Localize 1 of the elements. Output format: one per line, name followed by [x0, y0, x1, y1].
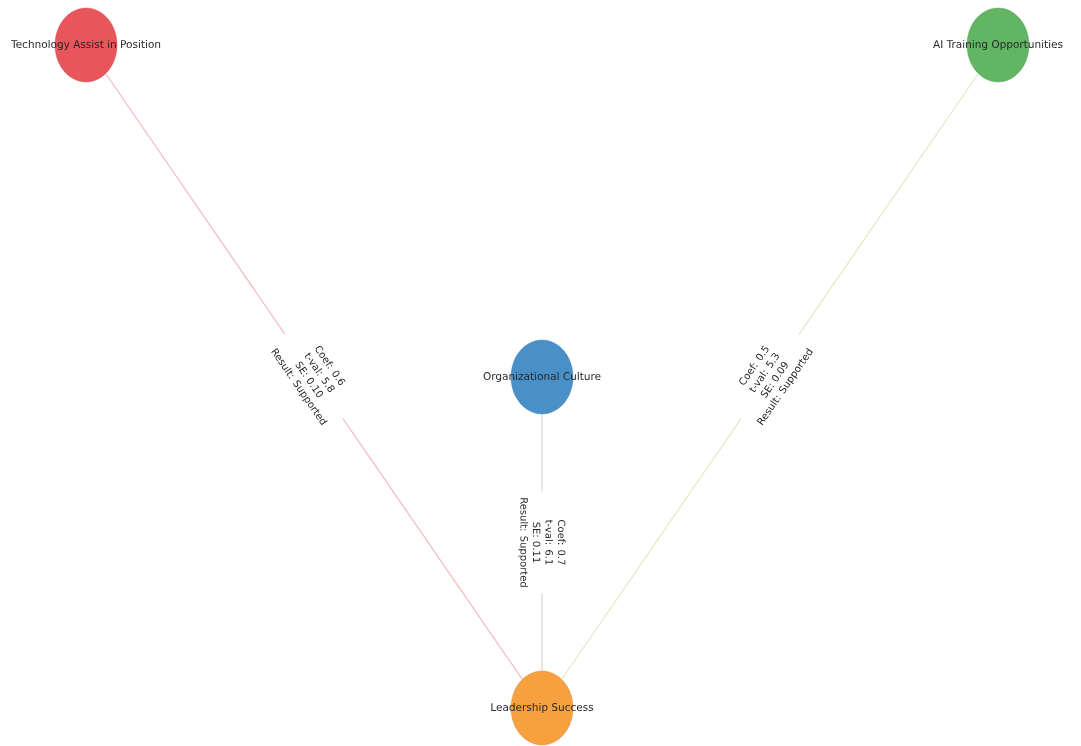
- edge-label: Coef: 0.7 t-val: 6.1 SE: 0.11 Result: Supported: [517, 491, 567, 594]
